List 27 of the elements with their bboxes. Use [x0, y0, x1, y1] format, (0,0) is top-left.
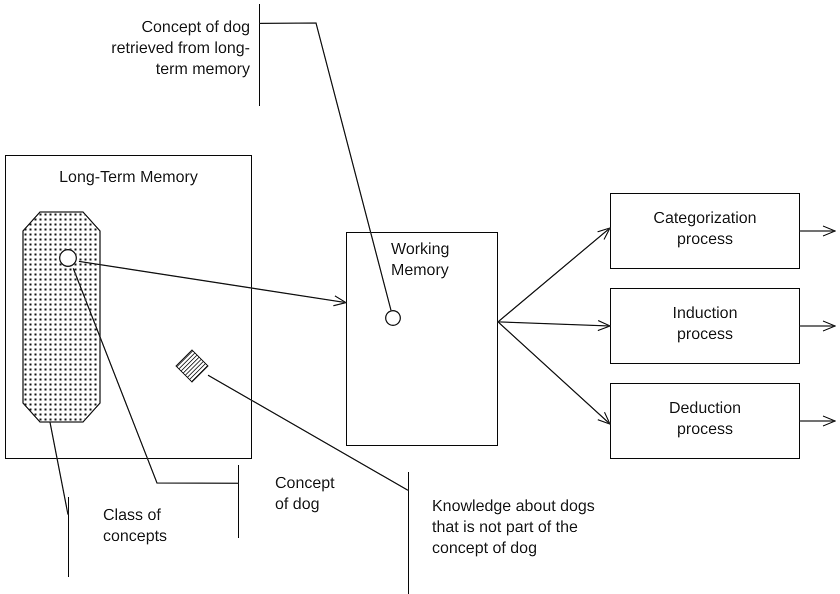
leader-line — [72, 268, 238, 484]
leader-line — [260, 22, 392, 310]
arrow — [498, 320, 611, 332]
leader-line — [49, 422, 69, 515]
callout-text: Concept of dog retrieved from long-term memory — [110, 18, 250, 80]
process-label: Induction process — [672, 304, 738, 345]
callout-text: Knowledge about dogs that is not part of the concept of dog — [432, 497, 596, 559]
arrow — [78, 260, 347, 306]
callout-text: Class of concepts — [103, 506, 168, 547]
box-title: Long-Term Memory — [58, 168, 199, 188]
process-box — [610, 193, 800, 269]
box-title: Working Memory — [391, 240, 450, 281]
process-box — [610, 383, 800, 459]
arrow — [800, 415, 836, 427]
process-label: Deduction process — [668, 399, 742, 440]
arrow — [498, 227, 611, 322]
concept-circle — [384, 310, 401, 326]
arrow — [800, 225, 836, 237]
leader-line — [208, 374, 408, 491]
memory-box — [5, 155, 252, 459]
memory-box — [346, 232, 498, 446]
concept-class-octagon — [22, 212, 100, 422]
arrow — [498, 321, 611, 425]
arrow — [800, 320, 836, 332]
process-label: Categorization process — [652, 209, 758, 250]
process-box — [610, 288, 800, 364]
callout-text: Concept of dog — [275, 474, 336, 515]
